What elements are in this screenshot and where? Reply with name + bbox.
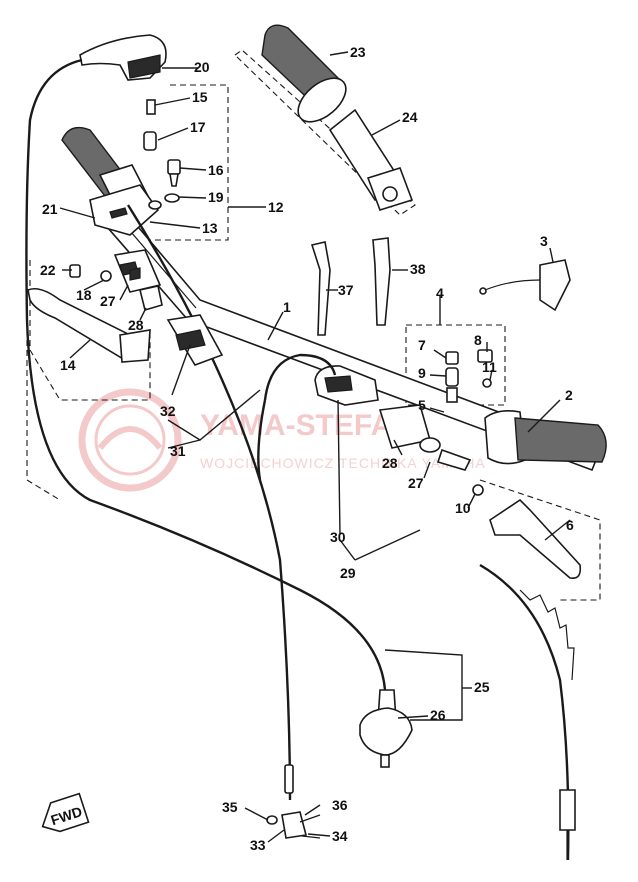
callout-2: 2 (565, 387, 573, 403)
callout-9: 9 (418, 365, 426, 381)
throttle-cable-left (25, 58, 387, 691)
callout-27-right: 27 (408, 475, 424, 491)
callout-12: 12 (268, 199, 284, 215)
brake-switch-block (166, 314, 224, 366)
clutch-lever (27, 287, 151, 363)
callout-22: 22 (40, 262, 56, 278)
callout-10: 10 (455, 500, 471, 516)
brake-cable-coil (519, 589, 575, 681)
leader-lines (59, 51, 571, 843)
right-grip (484, 410, 607, 465)
lever-bracket-hardware (445, 349, 493, 403)
callout-14: 14 (60, 357, 76, 373)
callout-7: 7 (418, 337, 426, 353)
cable-junction (359, 689, 413, 768)
right-lever-holder (378, 404, 484, 496)
throttle-housing (79, 34, 167, 81)
callout-32: 32 (160, 403, 176, 419)
left-adjuster (129, 267, 163, 312)
center-cable (257, 399, 267, 481)
callout-33: 33 (250, 837, 266, 853)
left-switch-housing (89, 184, 160, 236)
brake-cable-end (559, 789, 576, 860)
small-fasteners-upper (143, 99, 181, 210)
callout-31: 31 (170, 443, 186, 459)
cable-ties (310, 237, 391, 336)
callout-23: 23 (350, 44, 366, 60)
callout-25: 25 (474, 679, 490, 695)
callout-24: 24 (402, 109, 418, 125)
callout-16: 16 (208, 162, 224, 178)
callout-labels: 1 2 3 4 5 6 7 8 9 10 11 12 13 14 15 16 1… (40, 44, 574, 853)
switch-body (314, 365, 379, 406)
small-fasteners-left (69, 264, 112, 282)
callout-13: 13 (202, 220, 218, 236)
cable-end-fittings (266, 764, 321, 839)
throttle-cable-right (126, 204, 292, 801)
callout-35: 35 (222, 799, 238, 815)
callout-38: 38 (410, 261, 426, 277)
callout-11: 11 (482, 359, 497, 375)
fwd-arrow-icon: FWD (41, 792, 90, 833)
callout-37: 37 (338, 282, 354, 298)
callout-4: 4 (436, 285, 444, 301)
callout-18: 18 (76, 287, 92, 303)
callout-27: 27 (100, 293, 116, 309)
callout-1: 1 (283, 299, 291, 315)
callout-30: 30 (330, 529, 346, 545)
callout-29: 29 (340, 565, 356, 581)
throttle-grip-assembly (261, 24, 414, 211)
watermark-subline: WOJCIECHOWICZ TECHNIKA YAMAHA (200, 455, 486, 471)
callout-36: 36 (332, 797, 348, 813)
callout-8: 8 (474, 332, 482, 348)
callout-15: 15 (192, 89, 208, 105)
callout-21: 21 (42, 201, 58, 217)
callout-34: 34 (332, 828, 348, 844)
callout-28-right: 28 (382, 455, 398, 471)
callout-19: 19 (208, 189, 224, 205)
callout-26: 26 (430, 707, 446, 723)
stop-switch (479, 259, 571, 312)
callout-6: 6 (566, 517, 574, 533)
brake-lever (489, 498, 582, 580)
callout-17: 17 (190, 119, 206, 135)
center-cable-loop (263, 353, 337, 401)
callout-5: 5 (418, 397, 426, 413)
callout-20: 20 (194, 59, 210, 75)
callout-3: 3 (540, 233, 548, 249)
callout-28: 28 (128, 317, 144, 333)
